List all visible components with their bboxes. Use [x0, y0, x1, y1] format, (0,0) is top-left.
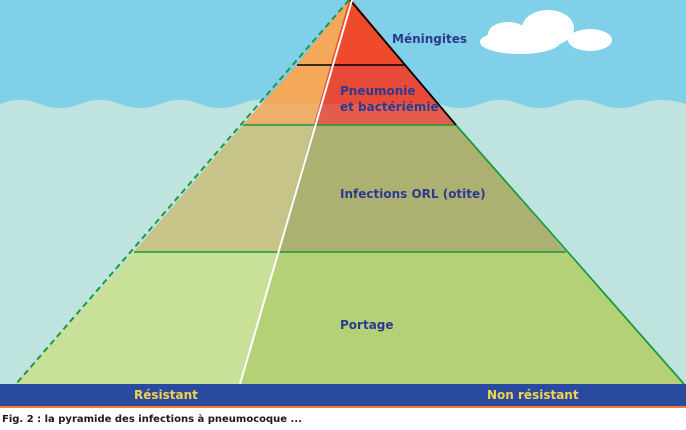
edge-right-bottom	[455, 124, 685, 385]
label-non-resistant: Non résistant	[487, 388, 579, 402]
base-bar	[0, 384, 686, 406]
label-meningites: Méningites	[392, 32, 467, 46]
cloud-icon	[480, 10, 612, 54]
edge-left-dashed	[15, 0, 350, 385]
figure-caption: Fig. 2 : la pyramide des infections à pn…	[2, 414, 302, 425]
label-pneumonie-line2: et bactériémie	[340, 100, 439, 114]
label-portage: Portage	[340, 318, 394, 332]
edge-right-top	[349, 0, 457, 126]
water-tint	[16, 104, 684, 384]
label-resistant: Résistant	[134, 388, 198, 402]
resistance-divider	[239, 0, 353, 385]
label-pneumonie-line1: Pneumonie	[340, 84, 416, 98]
resistant-overlay	[16, 0, 349, 384]
label-orl: Infections ORL (otite)	[340, 187, 486, 201]
